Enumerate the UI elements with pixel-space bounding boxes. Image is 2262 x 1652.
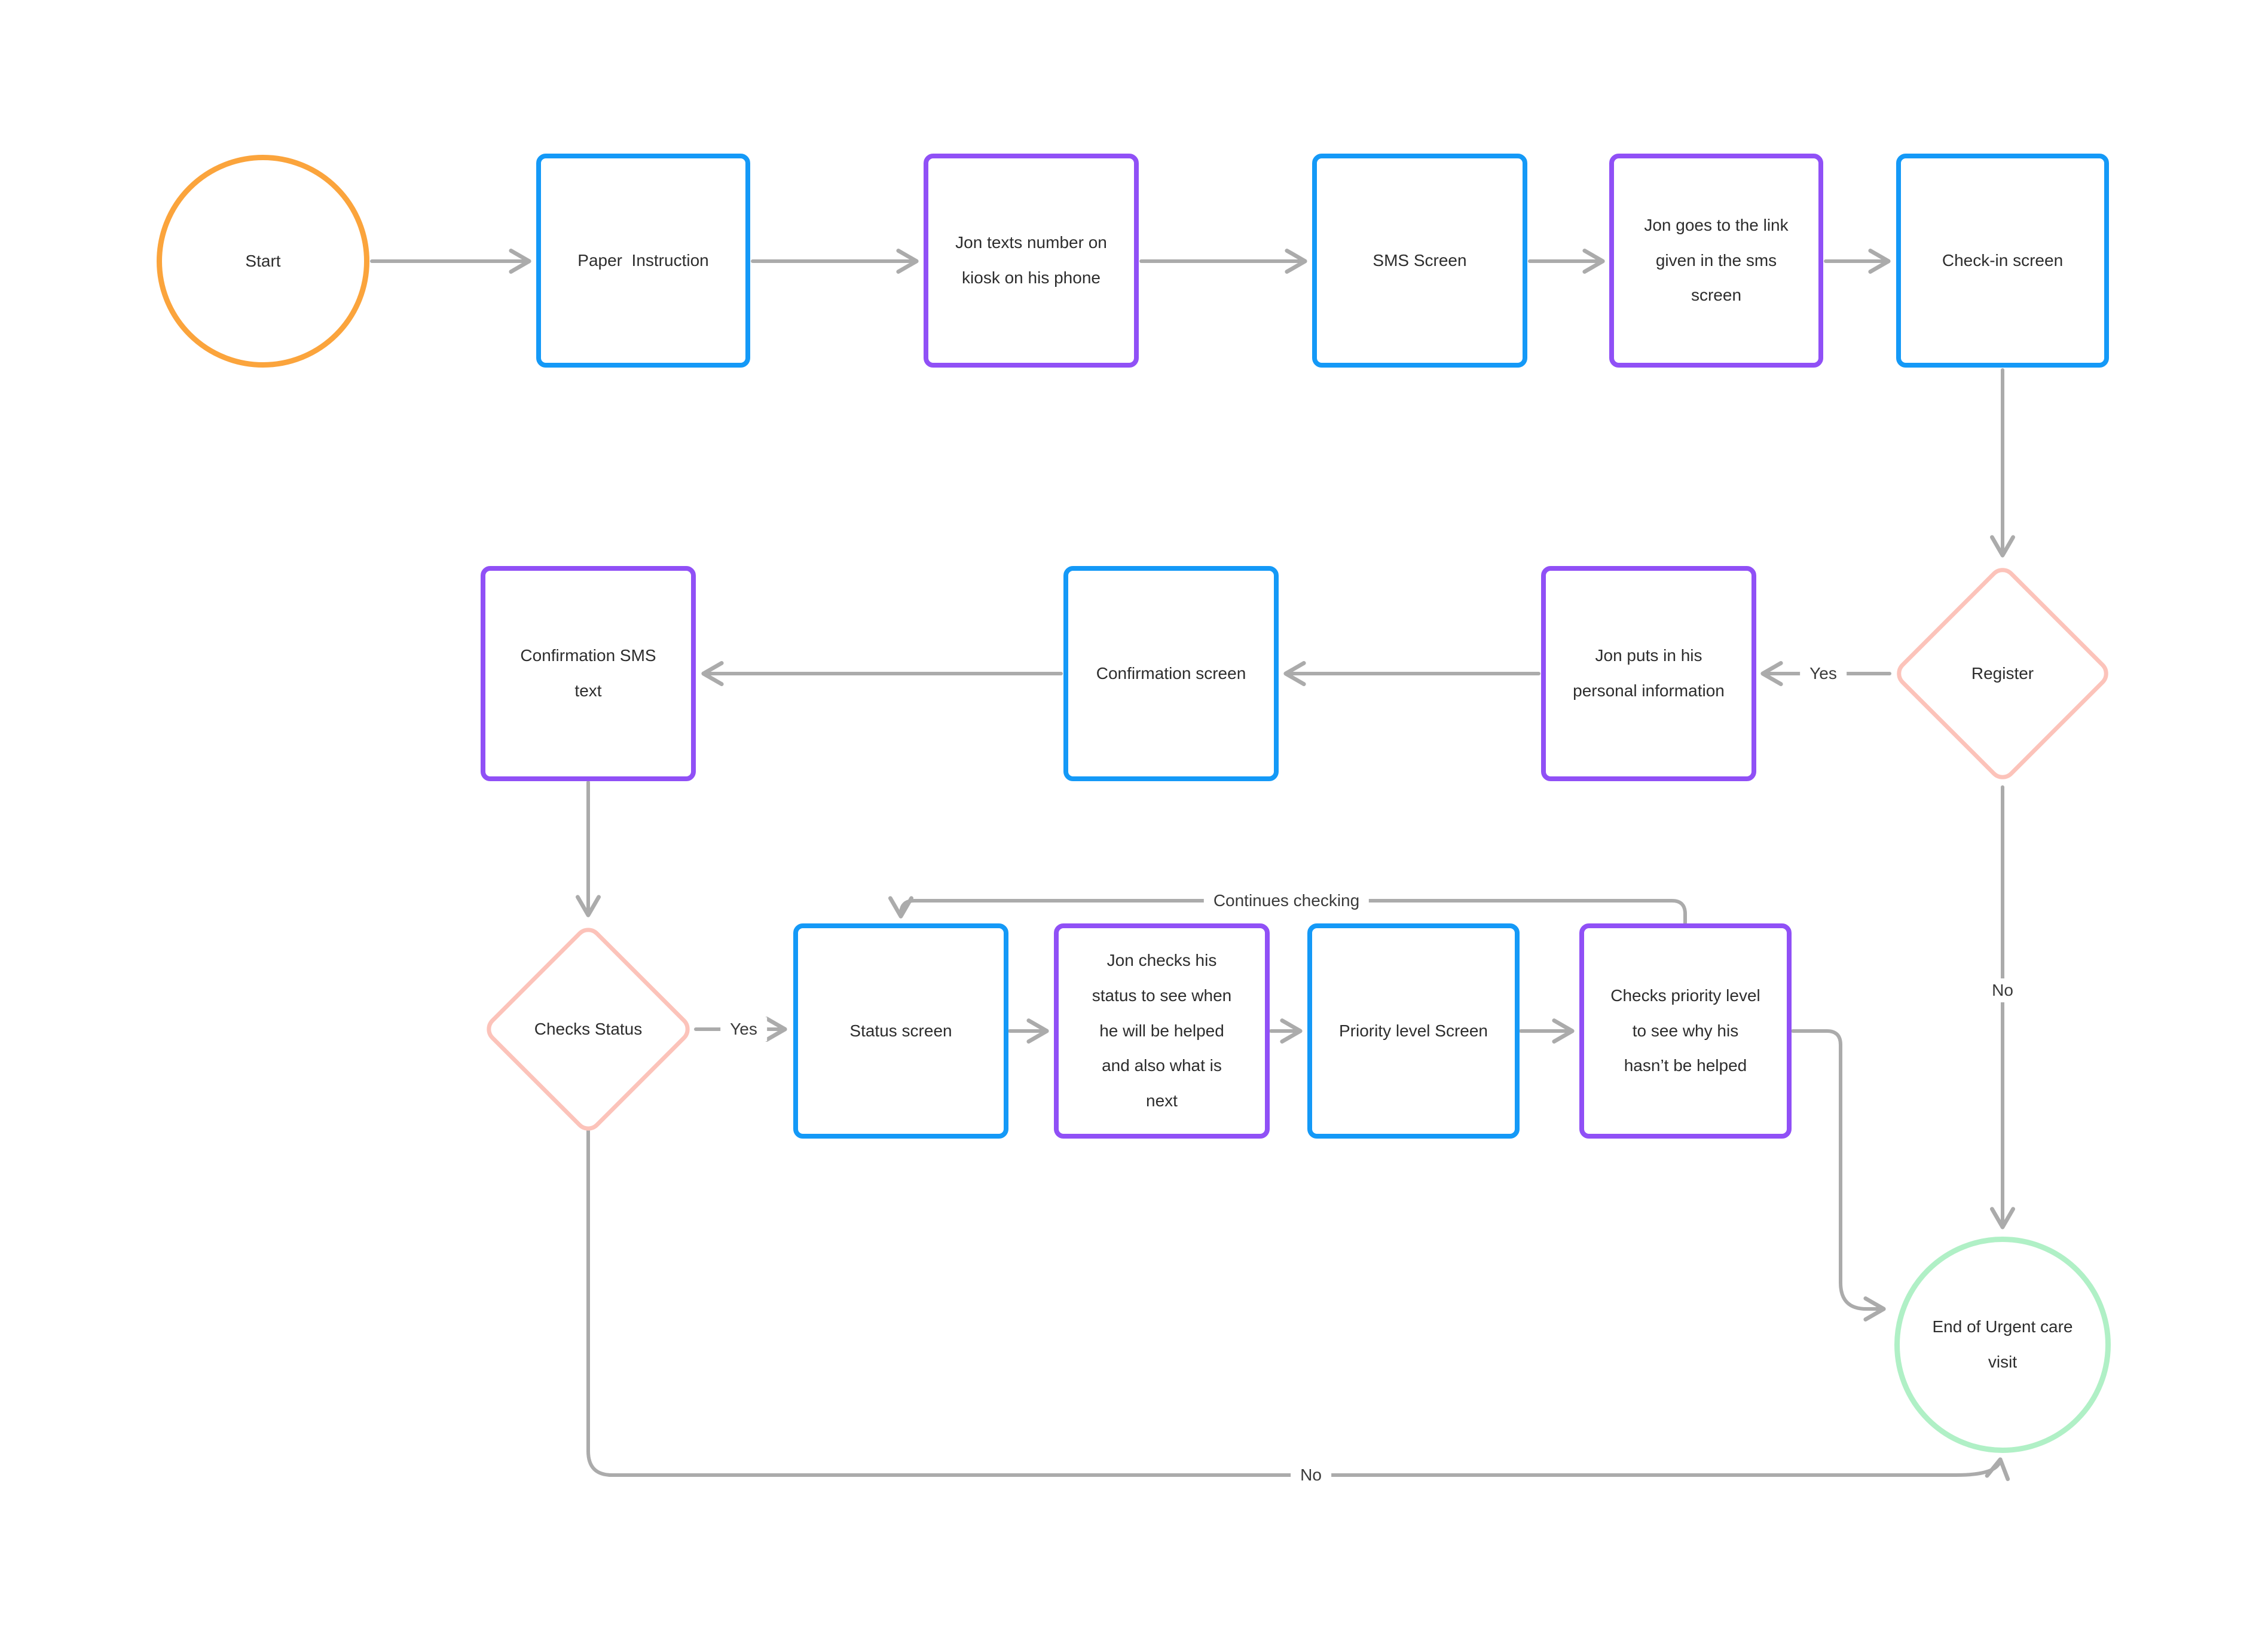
node-end-urgent-care-visit[interactable]: End of Urgent care visit bbox=[1894, 1237, 2111, 1453]
node-confirmation-sms-text-label: Confirmation SMS text bbox=[520, 646, 661, 700]
connector-checkspriority-to-end bbox=[1791, 1029, 1886, 1321]
node-priority-level-screen[interactable]: Priority level Screen bbox=[1307, 923, 1520, 1139]
node-start[interactable]: Start bbox=[157, 155, 369, 368]
node-priority-level-screen-label: Priority level Screen bbox=[1339, 1021, 1488, 1040]
node-checks-priority-level[interactable]: Checks priority level to see why his has… bbox=[1579, 923, 1792, 1139]
edge-label-checks-yes: Yes bbox=[720, 1017, 767, 1041]
node-sms-screen[interactable]: SMS Screen bbox=[1312, 154, 1527, 368]
node-end-urgent-care-visit-label: End of Urgent care visit bbox=[1932, 1317, 2078, 1371]
edge-label-checks-no: No bbox=[1291, 1463, 1331, 1487]
node-checks-status-decision-label: Checks Status bbox=[534, 1019, 643, 1038]
node-start-label: Start bbox=[245, 251, 281, 270]
node-register-decision-label: Register bbox=[1971, 663, 2034, 683]
node-jon-puts-personal-info[interactable]: Jon puts in his personal information bbox=[1541, 566, 1756, 781]
edge-label-register-no: No bbox=[1982, 978, 2023, 1002]
node-check-in-screen[interactable]: Check-in screen bbox=[1896, 154, 2109, 368]
node-paper-instruction[interactable]: Paper Instruction bbox=[536, 154, 750, 368]
node-status-screen[interactable]: Status screen bbox=[793, 923, 1008, 1139]
node-sms-screen-label: SMS Screen bbox=[1373, 250, 1467, 270]
node-checks-status-decision-label-wrap: Checks Status bbox=[499, 987, 678, 1071]
node-jon-checks-status-label: Jon checks his status to see when he wil… bbox=[1092, 951, 1237, 1110]
node-jon-checks-status[interactable]: Jon checks his status to see when he wil… bbox=[1054, 923, 1270, 1139]
node-jon-texts-number[interactable]: Jon texts number on kiosk on his phone bbox=[924, 154, 1139, 368]
node-jon-texts-number-label: Jon texts number on kiosk on his phone bbox=[955, 233, 1112, 287]
node-paper-instruction-label: Paper Instruction bbox=[577, 250, 709, 270]
node-checks-priority-level-label: Checks priority level to see why his has… bbox=[1610, 986, 1765, 1075]
node-jon-goes-to-link-label: Jon goes to the link given in the sms sc… bbox=[1644, 215, 1793, 305]
edge-label-register-yes: Yes bbox=[1800, 662, 1847, 686]
node-check-in-screen-label: Check-in screen bbox=[1942, 250, 2064, 270]
connector-checks-no-to-end bbox=[586, 1128, 2010, 1482]
node-confirmation-sms-text[interactable]: Confirmation SMS text bbox=[481, 566, 696, 781]
edge-label-continues-checking: Continues checking bbox=[1203, 889, 1370, 913]
node-jon-puts-personal-info-label: Jon puts in his personal information bbox=[1573, 646, 1725, 700]
node-register-decision-label-wrap: Register bbox=[1913, 653, 2092, 695]
node-status-screen-label: Status screen bbox=[849, 1021, 952, 1040]
node-jon-goes-to-link[interactable]: Jon goes to the link given in the sms sc… bbox=[1609, 154, 1823, 368]
node-confirmation-screen-label: Confirmation screen bbox=[1096, 663, 1246, 683]
node-confirmation-screen[interactable]: Confirmation screen bbox=[1063, 566, 1279, 781]
